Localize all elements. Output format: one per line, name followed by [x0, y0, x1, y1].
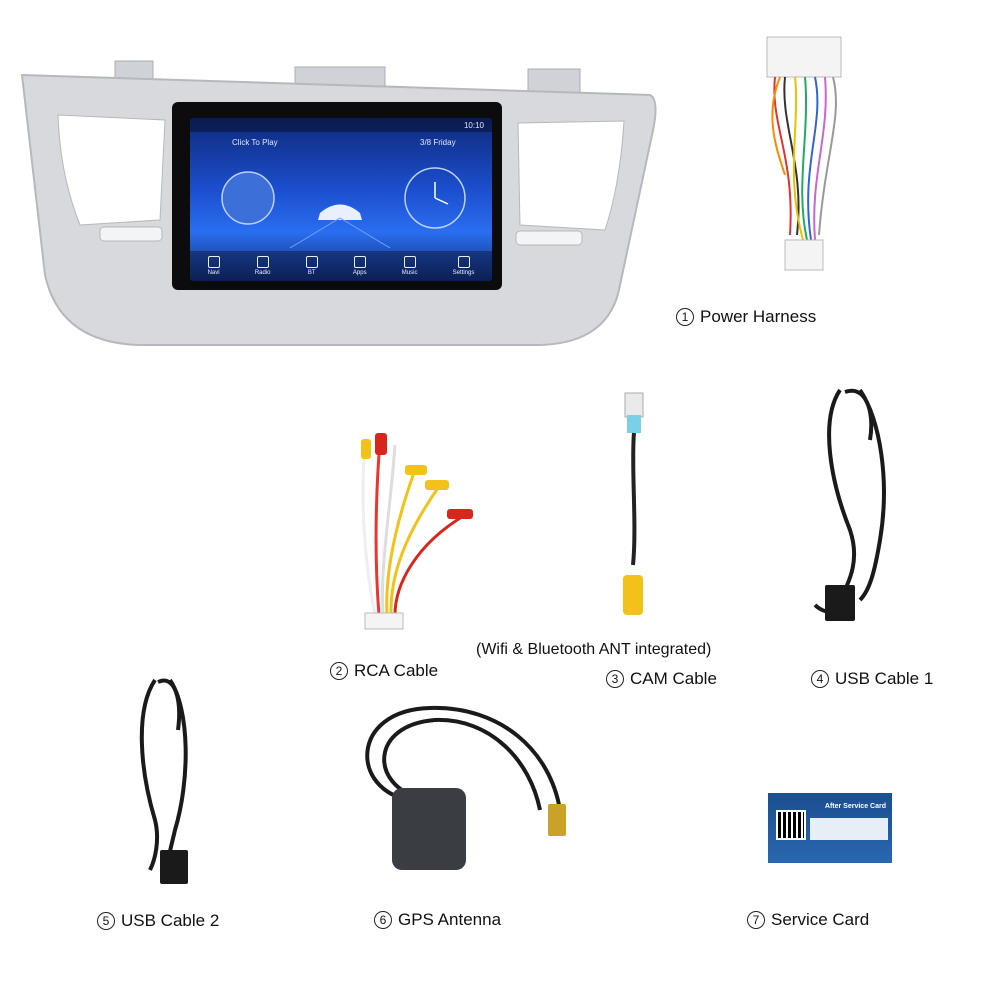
screen-right-title: 3/8 Friday — [420, 138, 456, 147]
rca-plug-red-top — [375, 433, 387, 455]
rca-plug-yellow-top — [361, 439, 371, 459]
cam-cable-image — [623, 392, 644, 615]
road-grid — [289, 217, 391, 249]
dock-item-settings: Settings — [453, 256, 474, 276]
car-icon — [318, 204, 362, 220]
cam-wire — [631, 432, 637, 566]
usb-cable-1-coil — [813, 388, 886, 615]
gps-receiver-puck — [392, 788, 466, 870]
mount-tab-right — [527, 68, 581, 94]
power-harness-image — [766, 36, 842, 271]
app-dock: Navi Radio BT Apps Music Settings — [190, 251, 492, 281]
vent-left — [57, 114, 166, 226]
usb-cable-2-image — [139, 678, 188, 884]
dock-item-music: Music — [402, 256, 417, 276]
service-card-image: After Service Card — [768, 793, 892, 863]
rca-plug-yellow-1 — [425, 480, 449, 490]
gps-cable-loop — [365, 705, 562, 811]
service-card-title: After Service Card — [824, 803, 886, 810]
music-icon — [403, 256, 416, 268]
radio-icon — [256, 256, 269, 268]
dock-item-navi: Navi — [207, 256, 220, 276]
harness-connector-bottom — [784, 239, 824, 271]
vent-slot-left — [99, 226, 163, 242]
dock-item-radio: Radio — [255, 256, 271, 276]
dock-item-apps: Apps — [353, 256, 367, 276]
bluetooth-icon — [305, 256, 318, 268]
cam-plug-yellow — [623, 575, 643, 615]
usb-plug-2 — [160, 850, 188, 884]
rca-plug-yellow-2 — [405, 465, 427, 475]
dock-item-bt: BT — [305, 256, 318, 276]
rca-plug-red — [447, 509, 473, 519]
harness-connector-top — [766, 36, 842, 78]
gps-connector — [548, 804, 566, 836]
gps-antenna-image — [365, 705, 566, 870]
status-time: 10:10 — [463, 120, 484, 130]
service-card-info-strip — [810, 818, 888, 840]
cam-connector-top — [624, 392, 644, 418]
rca-wires — [361, 439, 466, 616]
clock-widget — [404, 167, 466, 229]
apps-icon — [353, 256, 366, 268]
cam-tape — [627, 415, 641, 433]
status-bar: 10:10 — [190, 118, 492, 132]
music-disc-widget — [221, 171, 275, 225]
navi-icon — [207, 256, 220, 268]
rca-connector — [364, 612, 404, 630]
vent-right — [517, 120, 625, 231]
usb-cable-2-coil — [139, 678, 188, 871]
harness-wires — [771, 76, 837, 241]
qr-code-icon — [776, 810, 806, 840]
rca-cable-image — [361, 433, 473, 630]
head-unit-screen: 10:10 Click To Play 3/8 Friday Navi Radi… — [190, 118, 492, 281]
vent-slot-right — [515, 230, 583, 246]
screen-left-title: Click To Play — [232, 138, 278, 147]
screen-widgets — [221, 167, 466, 249]
wifi-bluetooth-note: (Wifi & Bluetooth ANT integrated) — [476, 641, 712, 658]
usb-plug-1 — [825, 585, 855, 621]
clock-hand-minute — [434, 197, 449, 205]
settings-icon — [457, 256, 470, 268]
usb-cable-1-image — [813, 388, 886, 621]
